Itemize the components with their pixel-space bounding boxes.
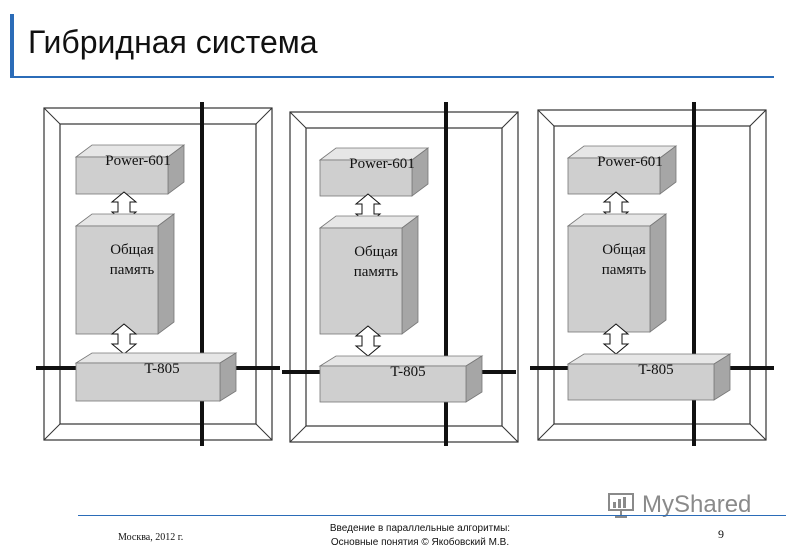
footer-course-title: Введение в параллельные алгоритмы: Основ…: [300, 522, 540, 550]
node-3-transputer-box: T-805: [530, 353, 774, 401]
watermark-text: MyShared: [642, 491, 752, 518]
footer-divider: [78, 515, 786, 516]
node-1-transputer-label: T-805: [144, 361, 179, 377]
node-2-processor-label: Power-601: [349, 156, 415, 172]
node-1-memory-label-1: Общая: [110, 242, 154, 258]
node-2-processor-box: Power-601: [318, 147, 430, 197]
title-underline: [10, 76, 774, 78]
title-accent-bar: [10, 14, 14, 78]
node-3-transputer-label: T-805: [638, 362, 673, 378]
node-3-memory-label-2: память: [602, 262, 647, 278]
node-2-memory-label-2: память: [354, 264, 399, 280]
node-1-memory-box: Общая память: [74, 213, 176, 335]
node-1-processor-label: Power-601: [105, 153, 171, 169]
footer-course-line-2: Основные понятия © Якобовский М.В.: [330, 537, 510, 548]
node-1: Power-601 Общая память T-805: [36, 102, 280, 446]
node-3-memory-label-1: Общая: [602, 242, 646, 258]
footer-location-year: Москва, 2012 г.: [118, 532, 184, 543]
page-number: 9: [718, 527, 724, 541]
node-3-memory-box: Общая память: [566, 213, 668, 333]
node-1-processor-box: Power-601: [74, 144, 186, 195]
node-2-memory-box: Общая память: [318, 215, 420, 335]
node-2-transputer-label: T-805: [390, 364, 425, 380]
node-3: Power-601 Общая память T-805: [530, 102, 774, 446]
page-title: Гибридная система: [28, 24, 318, 60]
node-3-processor-box: Power-601: [566, 145, 678, 195]
node-1-memory-label-2: память: [110, 262, 155, 278]
node-3-processor-label: Power-601: [597, 154, 663, 170]
node-1-vertical-bus: [200, 102, 204, 446]
node-2-transputer-box: T-805: [282, 355, 516, 403]
node-1-transputer-box: T-805: [36, 352, 280, 402]
node-3-vertical-bus: [692, 102, 696, 446]
node-2: Power-601 Общая память T-805: [282, 102, 519, 446]
node-2-vertical-bus: [444, 102, 448, 446]
footer-course-line-1: Введение в параллельные алгоритмы:: [329, 523, 511, 534]
node-2-memory-label-1: Общая: [354, 244, 398, 260]
